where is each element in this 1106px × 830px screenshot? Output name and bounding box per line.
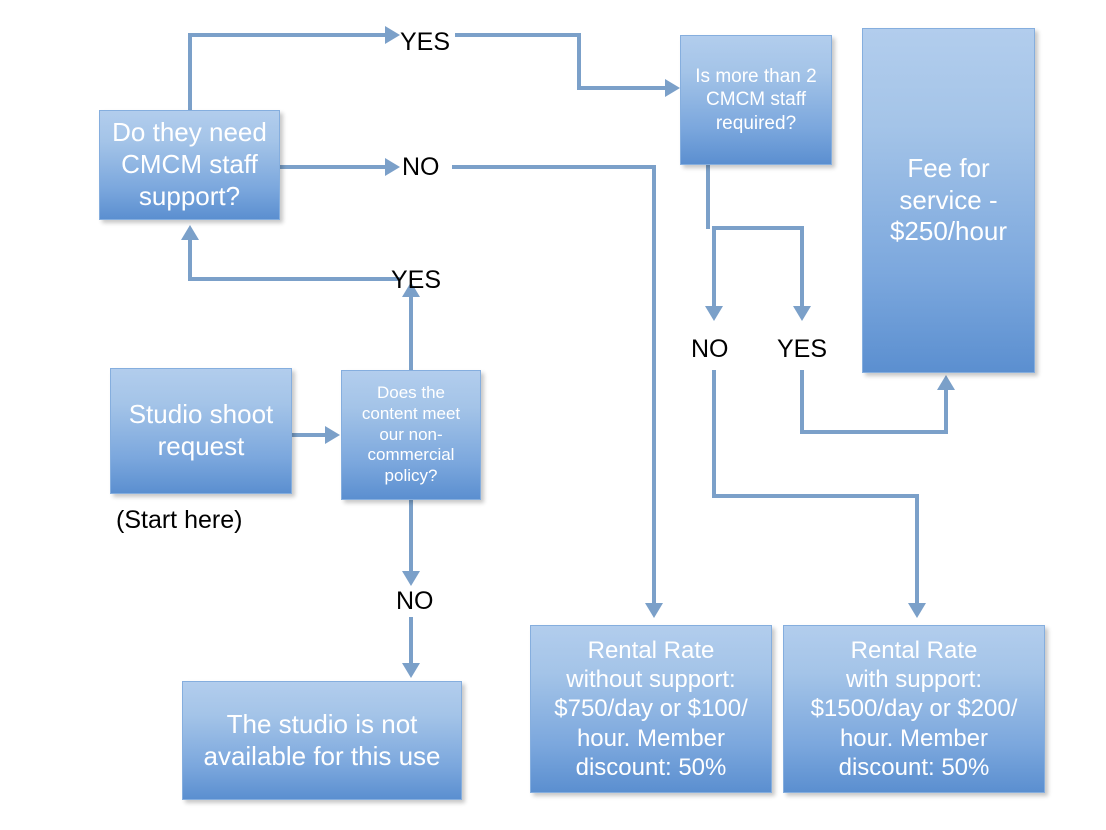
node-label: Fee for service - $250/hour <box>889 152 1008 247</box>
edge-label-support-yes: YES <box>400 28 451 56</box>
connector-policy-down-1 <box>409 500 413 573</box>
connector-no-branch-down-2 <box>915 494 919 606</box>
connector-policy-to-support-vert <box>409 295 413 373</box>
connector-yes-branch-up <box>944 388 948 434</box>
arrow-into-fee-for-service <box>937 375 955 390</box>
node-label: Does the content meet our non- commercia… <box>361 383 461 486</box>
arrow-staff-yes <box>793 306 811 321</box>
arrow-support-no <box>385 158 400 176</box>
start-here-label: (Start here) <box>116 506 243 534</box>
arrow-policy-no-down <box>402 571 420 586</box>
connector-yes-top-right-2 <box>455 33 581 37</box>
connector-request-to-policy <box>292 433 325 437</box>
edge-label-policy-no: NO <box>396 587 434 615</box>
connector-yes-branch-right <box>800 430 948 434</box>
connector-policy-down-2 <box>409 617 413 665</box>
node-label: Do they need CMCM staff support? <box>112 117 267 211</box>
node-non-commercial-policy[interactable]: Does the content meet our non- commercia… <box>341 370 481 500</box>
connector-support-up <box>188 33 192 115</box>
connector-no-branch-right <box>712 494 919 498</box>
connector-no-down-long <box>652 165 656 605</box>
connector-staff-yes-down <box>800 226 804 308</box>
node-more-than-2-staff[interactable]: Is more than 2 CMCM staff required? <box>680 35 832 165</box>
node-studio-shoot-request[interactable]: Studio shoot request <box>110 368 292 494</box>
node-studio-not-available[interactable]: The studio is not available for this use <box>182 681 462 800</box>
arrow-staff-no <box>705 306 723 321</box>
arrow-into-support-box <box>181 225 199 240</box>
node-label: Studio shoot request <box>128 399 274 461</box>
edge-label-staff-no: NO <box>691 335 729 363</box>
connector-yes-branch-down <box>800 370 804 434</box>
connector-yes-to-left <box>188 277 400 281</box>
connector-staff-split <box>712 226 804 230</box>
arrow-policy-to-yes-up <box>402 282 420 297</box>
connector-yes-down-step <box>577 33 581 86</box>
edge-label-policy-yes: YES <box>391 266 442 294</box>
edge-label-staff-yes: YES <box>777 335 828 363</box>
connector-no-branch-down <box>712 370 716 498</box>
node-rental-rate-without-support[interactable]: Rental Rate without support: $750/day or… <box>530 625 772 793</box>
arrow-into-more-than-2 <box>665 79 680 97</box>
connector-support-top-right <box>188 33 385 37</box>
arrow-support-yes <box>385 26 400 44</box>
connector-left-up-to-support <box>188 238 192 280</box>
connector-no-right-2 <box>452 165 656 169</box>
connector-staff-no-down <box>712 226 716 308</box>
node-label: Rental Rate without support: $750/day or… <box>554 636 748 781</box>
node-label: Rental Rate with support: $1500/day or $… <box>810 636 1018 781</box>
arrow-request-to-policy <box>325 426 340 444</box>
node-need-cmcm-staff-support[interactable]: Do they need CMCM staff support? <box>99 110 280 220</box>
node-fee-for-service[interactable]: Fee for service - $250/hour <box>862 28 1035 373</box>
node-rental-rate-with-support[interactable]: Rental Rate with support: $1500/day or $… <box>783 625 1045 793</box>
node-label: Is more than 2 CMCM staff required? <box>695 66 817 134</box>
arrow-into-rental-with-support <box>908 603 926 618</box>
arrow-into-rental-without-support <box>645 603 663 618</box>
connector-yes-into-staff <box>577 86 665 90</box>
edge-label-support-no: NO <box>402 153 440 181</box>
connector-support-no-right <box>280 165 385 169</box>
node-label: The studio is not available for this use <box>203 708 441 771</box>
arrow-into-not-available <box>402 663 420 678</box>
connector-staff-down <box>706 165 710 229</box>
